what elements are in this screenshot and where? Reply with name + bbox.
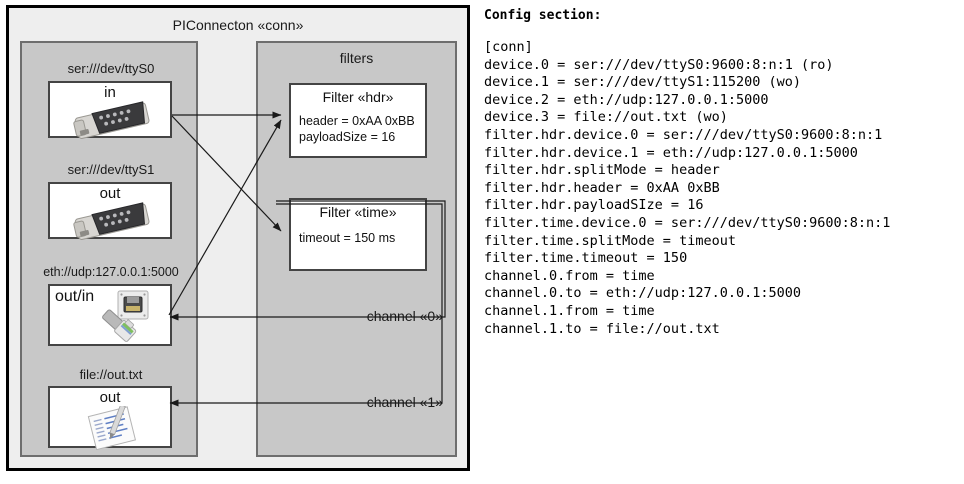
config-lines: [conn]device.0 = ser:///dev/ttyS0:9600:8…	[484, 39, 960, 338]
config-line: device.2 = eth://udp:127.0.0.1:5000	[484, 91, 769, 108]
filter-time-title: Filter «time»	[319, 204, 397, 220]
channel-0-label: channel «0»	[366, 308, 443, 324]
config-line: device.3 = file://out.txt (wo)	[484, 109, 728, 126]
config-line: filter.hdr.payloadSIze = 16	[484, 197, 704, 214]
config-line: filter.time.device.0 = ser:///dev/ttyS0:…	[484, 214, 891, 231]
diagram-title: PIConnecton «conn»	[172, 17, 304, 33]
device-direction-outin: out/in	[55, 288, 95, 305]
channel-1-label: channel «1»	[366, 394, 443, 410]
config-line: filter.time.splitMode = timeout	[484, 232, 736, 249]
config-line: filter.time.timeout = 150	[484, 250, 688, 267]
config-line: filter.hdr.header = 0xAA 0xBB	[484, 179, 720, 196]
config-line: filter.hdr.device.1 = eth://udp:127.0.0.…	[484, 144, 858, 161]
config-line: channel.1.from = time	[484, 302, 655, 319]
config-line: device.0 = ser:///dev/ttyS0:9600:8:n:1 (…	[484, 56, 834, 73]
config-line: filter.hdr.splitMode = header	[484, 162, 720, 179]
device-direction-out-file: out	[99, 389, 121, 406]
filters-panel: filters Filter «hdr» header = 0xAA 0xBB …	[256, 41, 457, 457]
device-box-eth[interactable]: out/in	[48, 284, 172, 346]
device-label-eth: eth://udp:127.0.0.1:5000	[43, 265, 179, 279]
config-section: Config section: [conn]device.0 = ser:///…	[482, 8, 960, 338]
filter-box-hdr[interactable]: Filter «hdr» header = 0xAA 0xBB payloadS…	[289, 83, 427, 158]
devices-panel: ser:///dev/ttyS0 in	[20, 41, 198, 457]
config-line: channel.1.to = file://out.txt	[484, 320, 720, 337]
device-box-ttys1[interactable]: out	[48, 182, 172, 240]
config-line: [conn]	[484, 39, 533, 55]
device-label-ttys0: ser:///dev/ttyS0	[67, 61, 155, 76]
ethernet-jack-icon	[98, 289, 170, 350]
device-label-file: file://out.txt	[79, 367, 143, 382]
filter-hdr-title: Filter «hdr»	[322, 89, 394, 105]
serial-port-icon	[68, 101, 158, 144]
text-file-icon	[86, 404, 148, 455]
connector-diagram: PIConnecton «conn» ser:///dev/ttyS0 in	[6, 5, 470, 471]
device-box-file[interactable]: out	[48, 386, 172, 451]
filter-box-time[interactable]: Filter «time» timeout = 150 ms	[289, 198, 427, 271]
config-line: channel.0.to = eth://udp:127.0.0.1:5000	[484, 285, 801, 302]
filter-time-prop-timeout: timeout = 150 ms	[299, 231, 396, 245]
config-heading: Config section:	[484, 8, 602, 23]
serial-port-icon	[68, 202, 158, 245]
filter-hdr-props: header = 0xAA 0xBB payloadSize = 16	[299, 113, 415, 145]
config-line: filter.hdr.device.0 = ser:///dev/ttyS0:9…	[484, 126, 883, 143]
config-line: channel.0.from = time	[484, 267, 655, 284]
filter-hdr-prop-payloadsize: payloadSize = 16	[299, 130, 396, 144]
device-label-ttys1: ser:///dev/ttyS1	[67, 162, 155, 177]
filter-hdr-prop-header: header = 0xAA 0xBB	[299, 114, 415, 128]
device-direction-out: out	[99, 185, 121, 202]
config-line: device.1 = ser:///dev/ttyS1:115200 (wo)	[484, 74, 801, 91]
filter-time-props: timeout = 150 ms	[299, 230, 395, 246]
filters-panel-title: filters	[339, 50, 374, 66]
device-direction-in: in	[104, 84, 116, 101]
device-box-ttys0[interactable]: in	[48, 81, 172, 139]
